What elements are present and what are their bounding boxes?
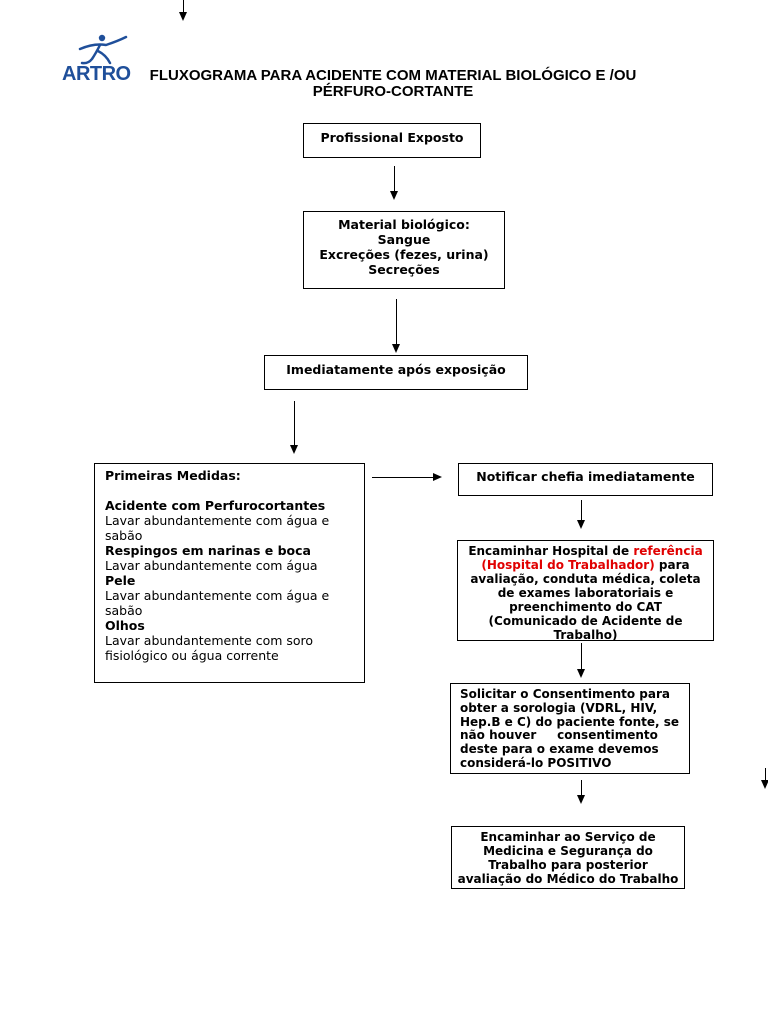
node-solicitar-consentimento: Solicitar o Consentimento para obter a s… — [450, 683, 690, 774]
primeiras-item-4-title: Olhos — [105, 618, 145, 633]
solicitar-line-4: não houver consentimento — [460, 728, 658, 743]
node-profissional-exposto-label: Profissional Exposto — [320, 130, 464, 145]
node-profissional-exposto: Profissional Exposto — [303, 123, 481, 158]
page-title: FLUXOGRAMA PARA ACIDENTE COM MATERIAL BI… — [133, 68, 653, 100]
servico-line-2: Medicina e Segurança do — [483, 844, 653, 858]
arrow-5-head — [577, 520, 585, 529]
hospital-line-5: preenchimento do CAT — [509, 600, 662, 614]
page-title-line-1: FLUXOGRAMA PARA ACIDENTE COM MATERIAL BI… — [149, 67, 637, 84]
node-primeiras-medidas: Primeiras Medidas: Acidente com Perfuroc… — [94, 463, 365, 683]
node-encaminhar-hospital: Encaminhar Hospital de referência (Hospi… — [457, 540, 714, 642]
right-edge-arrow-head — [761, 780, 768, 789]
solicitar-line-3: Hep.B e C) do paciente fonte, se — [460, 714, 679, 729]
primeiras-item-2-line-1: Lavar abundantemente com água — [105, 558, 318, 573]
arrow-7-head — [577, 795, 585, 804]
servico-line-1: Encaminhar ao Serviço de — [480, 830, 656, 844]
solicitar-line-5: deste para o exame devemos — [460, 742, 659, 757]
hospital-line-6: (Comunicado de Acidente de — [488, 614, 683, 628]
primeiras-item-1-line-2: sabão — [105, 528, 143, 543]
node-material-biologico: Material biológico: Sangue Excreções (fe… — [303, 211, 505, 289]
hospital-line-2: (Hospital do Trabalhador) para — [458, 558, 713, 572]
node-imediatamente-apos-exposicao: Imediatamente após exposição — [264, 355, 528, 390]
artro-logo — [60, 33, 132, 85]
primeiras-item-3-line-1: Lavar abundantemente com água e — [105, 588, 330, 603]
hospital-line-7: Trabalho) — [553, 628, 618, 642]
node-material-line-3: Excreções (fezes, urina) — [319, 247, 489, 262]
primeiras-item-3-line-2: sabão — [105, 603, 143, 618]
primeiras-heading: Primeiras Medidas: — [105, 468, 241, 483]
arrow-1-head — [390, 191, 398, 200]
hospital-highlight-trabalhador: (Hospital do Trabalhador) — [481, 558, 655, 572]
arrow-4-head — [433, 473, 442, 481]
primeiras-item-2-title: Respingos em narinas e boca — [105, 543, 311, 558]
arrow-6-head — [577, 669, 585, 678]
primeiras-item-1-title: Acidente com Perfurocortantes — [105, 498, 326, 513]
arrow-3-head — [290, 445, 298, 454]
servico-line-4: avaliação do Médico do Trabalho — [457, 872, 679, 886]
arrow-1-line — [394, 166, 395, 192]
arrow-5-line — [581, 500, 582, 521]
node-material-line-4: Secreções — [368, 262, 440, 277]
node-material-line-2: Sangue — [377, 232, 431, 247]
hospital-highlight-referencia: referência — [633, 544, 703, 558]
primeiras-item-3-title: Pele — [105, 573, 136, 588]
runner-figure-icon — [78, 34, 128, 65]
solicitar-line-2: obter a sorologia (VDRL, HIV, — [460, 700, 658, 715]
hospital-line-1: Encaminhar Hospital de referência — [458, 544, 713, 558]
servico-line-3: Trabalho para posterior — [488, 858, 648, 872]
artro-logo-text: ARTRO — [62, 63, 131, 85]
solicitar-line-1: Solicitar o Consentimento para — [460, 687, 671, 701]
arrow-7-line — [581, 780, 582, 796]
top-arrow-head — [179, 12, 187, 21]
arrow-3-line — [294, 401, 295, 446]
solicitar-line-6: considerá-lo POSITIVO — [460, 755, 612, 770]
node-imediatamente-label: Imediatamente após exposição — [286, 362, 506, 377]
hospital-prefix: Encaminhar Hospital de — [468, 544, 634, 558]
node-material-line-1: Material biológico: — [338, 217, 470, 232]
hospital-line-4: de exames laboratoriais e — [497, 586, 674, 600]
primeiras-item-1-line-1: Lavar abundantemente com água e — [105, 513, 330, 528]
arrow-4-line — [372, 477, 434, 478]
arrow-2-line — [396, 299, 397, 345]
right-edge-arrow-line — [765, 768, 766, 782]
arrow-2-head — [392, 344, 400, 353]
primeiras-item-4-line-2: fisiológico ou água corrente — [105, 648, 279, 663]
node-notificar-chefia: Notificar chefia imediatamente — [458, 463, 713, 496]
primeiras-item-4-line-1: Lavar abundantemente com soro — [105, 633, 314, 648]
top-arrow-line — [183, 0, 184, 14]
hospital-line-3: avaliação, conduta médica, coleta — [470, 572, 701, 586]
page-title-line-2: PÉRFURO-CORTANTE — [312, 83, 474, 100]
arrow-6-line — [581, 643, 582, 670]
hospital-after-highlight: para — [654, 558, 690, 572]
node-encaminhar-servico: Encaminhar ao Serviço de Medicina e Segu… — [451, 826, 685, 889]
node-notificar-label: Notificar chefia imediatamente — [476, 469, 695, 484]
